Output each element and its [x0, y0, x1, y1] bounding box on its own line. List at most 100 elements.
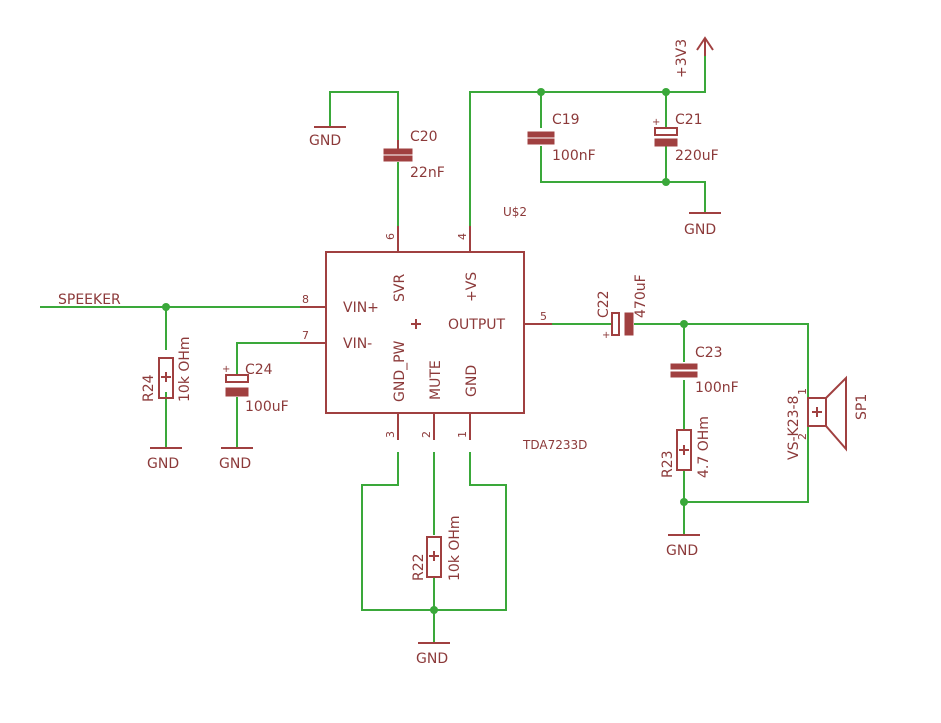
pin-label-vs: +VS: [464, 272, 480, 302]
ground-symbol-r23: GND: [666, 534, 700, 559]
ic-body: [325, 251, 525, 414]
junction-dot: [662, 178, 670, 186]
speaker-cone-icon: [825, 375, 847, 452]
capacitor-c20: C20 22nF: [383, 129, 445, 181]
pin-number-5: 5: [540, 310, 547, 323]
pin-number-1: 1: [456, 431, 469, 438]
ic-tda7233d: VIN+ VIN- OUTPUT SVR +VS GND_PW MUTE GND…: [300, 205, 587, 452]
ground-symbol-c19-c21: GND: [684, 212, 721, 238]
r23-body: [676, 429, 692, 471]
r22-name: R22: [411, 553, 427, 581]
ic-name: U$2: [503, 205, 527, 219]
capacitor-c22: + C22 470uF: [596, 274, 649, 341]
c19-value: 100nF: [552, 148, 596, 164]
ground-label: GND: [666, 543, 698, 559]
c20-plate-top: [383, 148, 413, 155]
ground-label: GND: [684, 222, 716, 238]
c22-plate-negative: [624, 312, 634, 336]
resistor-r23: R23 4.7 OHm: [660, 416, 712, 478]
resistor-r22: R22 10k OHm: [411, 515, 463, 581]
pin-number-3: 3: [384, 431, 397, 438]
c24-plate-positive: [225, 374, 249, 383]
c19-name: C19: [552, 112, 580, 128]
r24-body: [158, 357, 174, 399]
wires: [40, 42, 809, 643]
ground-symbols: GND GND GND GND GND GND: [147, 126, 721, 667]
c21-plate-negative: [654, 138, 678, 147]
sp1-name: SP1: [854, 394, 870, 420]
c23-name: C23: [695, 345, 723, 361]
ground-symbol-r24: GND: [147, 447, 182, 472]
wire-c20-gnd: [329, 91, 399, 140]
c24-name: C24: [245, 362, 273, 378]
ic-value: TDA7233D: [522, 438, 587, 452]
sp1-value: VS-K23-8: [786, 396, 802, 460]
c21-value: 220uF: [675, 148, 719, 164]
pin-label-vin-minus: VIN-: [343, 336, 372, 352]
c19-plate-top: [527, 131, 555, 138]
pin-label-gnd: GND: [464, 365, 480, 397]
ground-label: GND: [219, 456, 251, 472]
c24-value: 100uF: [245, 399, 289, 415]
net-label-speeker: SPEEKER: [58, 292, 121, 308]
r24-value: 10k OHm: [177, 336, 193, 402]
wire-vs-rail: [469, 42, 706, 252]
wire-c22-speaker: [634, 323, 809, 408]
supply-3v3: +3V3: [674, 36, 714, 78]
c20-plate-bottom: [383, 155, 413, 162]
r23-name: R23: [660, 450, 676, 478]
pin-label-gnd-pw: GND_PW: [392, 340, 408, 402]
junction-dot: [430, 606, 438, 614]
capacitor-c24: + C24 100uF: [222, 362, 289, 415]
c24-plate-negative: [225, 387, 249, 397]
c21-plate-positive: [654, 127, 678, 136]
ground-symbol-r22: GND: [416, 642, 450, 667]
c20-value: 22nF: [410, 165, 445, 181]
capacitor-c19: C19 100nF: [527, 112, 596, 164]
ground-label: GND: [147, 456, 179, 472]
c22-plate-positive: [611, 312, 620, 336]
c21-plus-icon: +: [652, 117, 660, 128]
r23-value: 4.7 OHm: [696, 416, 712, 478]
c24-plus-icon: +: [222, 364, 230, 375]
supply-label: +3V3: [674, 39, 690, 78]
r22-body: [426, 536, 442, 578]
wire-pin1-loop: [434, 452, 507, 611]
pin-number-2: 2: [420, 431, 433, 438]
sp1-pin-2: 2: [796, 433, 809, 440]
c21-name: C21: [675, 112, 703, 128]
pin-number-7: 7: [302, 329, 309, 342]
junction-dot: [537, 88, 545, 96]
wire-c19-c21-bottom: [540, 146, 706, 213]
capacitor-c21: + C21 220uF: [652, 112, 719, 164]
pin-label-mute: MUTE: [428, 360, 444, 400]
junction-dot: [680, 320, 688, 328]
r22-value: 10k OHm: [447, 515, 463, 581]
c19-plate-bottom: [527, 138, 555, 145]
capacitor-c23: C23 100nF: [670, 345, 739, 396]
c20-name: C20: [410, 129, 438, 145]
junction-dot: [662, 88, 670, 96]
c22-plus-icon: +: [602, 330, 610, 341]
c22-value: 470uF: [633, 274, 649, 318]
wire-pin3-loop: [361, 452, 434, 611]
c23-plate-top: [670, 363, 698, 370]
c23-value: 100nF: [695, 380, 739, 396]
wire-r23-speaker: [683, 420, 809, 503]
pin-number-4: 4: [456, 233, 469, 240]
pin-number-6: 6: [384, 233, 397, 240]
sp1-pin-1: 1: [796, 388, 809, 395]
pin-label-output: OUTPUT: [448, 317, 506, 333]
ground-symbol-c20: GND: [309, 126, 346, 149]
ground-label: GND: [309, 133, 341, 149]
junction-dot: [680, 498, 688, 506]
pin-number-8: 8: [302, 293, 309, 306]
junction-dot: [162, 303, 170, 311]
c22-name: C22: [596, 290, 612, 318]
pin-label-svr: SVR: [392, 274, 408, 302]
wire-vin-minus-c24: [236, 342, 326, 375]
ground-label: GND: [416, 651, 448, 667]
c23-plate-bottom: [670, 371, 698, 378]
pin-label-vin-plus: VIN+: [343, 300, 379, 316]
